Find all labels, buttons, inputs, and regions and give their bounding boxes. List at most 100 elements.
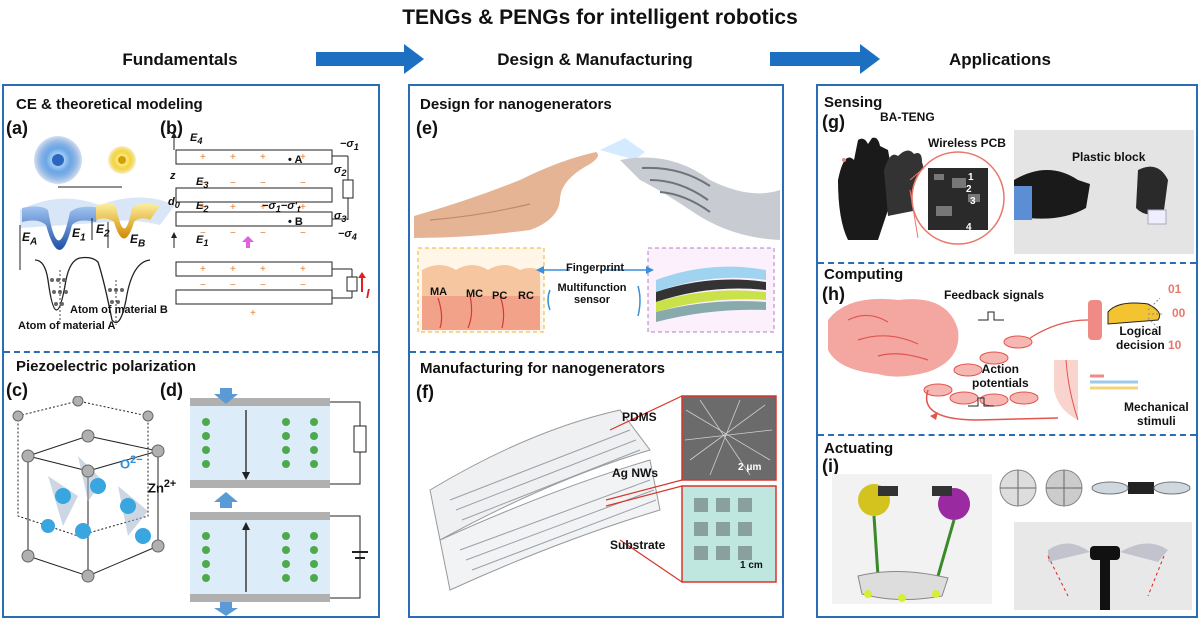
svg-text:−: −	[260, 280, 266, 291]
panel-label-g: (g)	[822, 112, 845, 132]
section-ce-modeling: CE & theoretical modeling	[16, 96, 203, 113]
applications-divider-1	[818, 262, 1196, 264]
svg-text:+: +	[230, 264, 236, 275]
point-b: • B	[288, 216, 303, 228]
section-sensing: Sensing	[824, 94, 883, 111]
section-actuating: Actuating	[824, 440, 894, 457]
panel-label-d: (d)	[160, 380, 183, 400]
svg-text:−: −	[300, 280, 306, 291]
label-e4: E4	[190, 132, 203, 147]
label-wireless-pcb: Wireless PCB	[928, 136, 1006, 150]
label-d0: d0	[168, 196, 180, 211]
svg-text:−: −	[230, 228, 236, 239]
label-sigma-mid: −σ1−σ′t	[262, 200, 301, 215]
skin-layer-mc: MC	[466, 288, 484, 300]
skin-layer-rc: RC	[518, 290, 534, 302]
point-a: • A	[288, 154, 303, 166]
label-z: z	[170, 170, 176, 182]
flow-arrow-1	[316, 44, 424, 74]
energy-e2: E2	[96, 222, 110, 240]
label-feedback-signals: Feedback signals	[944, 288, 1045, 302]
label-sigma3: σ3	[334, 210, 347, 225]
code-00: 00	[1172, 306, 1186, 320]
panel-a-potential-wells	[19, 136, 175, 325]
svg-text:−: −	[200, 178, 206, 189]
code-01: 01	[1168, 282, 1182, 296]
current-label: I	[366, 286, 370, 301]
panel-d-piezo-circuits	[190, 388, 368, 616]
scale-bar-1cm: 1 cm	[740, 560, 763, 571]
svg-text:+: +	[260, 202, 266, 213]
panel-label-e: (e)	[416, 118, 438, 138]
panel-b-layer-model: ++++ −−−− ++++ −−−− ++++ −−−− +	[171, 132, 366, 319]
pcb-label-4: 4	[966, 222, 972, 233]
section-design: Design for nanogenerators	[420, 96, 612, 113]
section-manufacturing: Manufacturing for nanogenerators	[420, 360, 666, 377]
scale-bar-2um: 2 μm	[738, 462, 762, 473]
label-e1: E1	[196, 234, 209, 249]
svg-text:+: +	[230, 152, 236, 163]
section-computing: Computing	[824, 266, 904, 283]
svg-text:+: +	[200, 264, 206, 275]
panel-f-flexible-array	[429, 395, 777, 591]
applications-divider-2	[818, 434, 1196, 436]
svg-text:−: −	[300, 228, 306, 239]
svg-text:+: +	[300, 152, 306, 163]
label-e2: E2	[196, 200, 209, 215]
flow-arrow-2	[770, 44, 880, 74]
panel-label-a: (a)	[6, 118, 28, 138]
energy-e1: E1	[72, 226, 86, 244]
svg-text:−: −	[230, 280, 236, 291]
fundamentals-divider	[4, 351, 378, 353]
panel-g-glove-illustration	[838, 130, 1194, 254]
panel-label-i: (i)	[822, 456, 839, 476]
column-heading-fundamentals: Fundamentals	[122, 50, 238, 69]
svg-text:+: +	[200, 202, 206, 213]
svg-text:+: +	[260, 264, 266, 275]
panel-c-wurtzite-crystal	[12, 396, 165, 583]
ion-o2: O2−	[120, 454, 143, 472]
code-10: 10	[1168, 338, 1182, 352]
design-divider	[410, 351, 782, 353]
pcb-label-3: 3	[970, 196, 976, 207]
label-plastic-block: Plastic block	[1072, 150, 1146, 164]
energy-eb: EB	[130, 232, 146, 250]
svg-text:−: −	[260, 178, 266, 189]
label-fingerprint: Fingerprint	[566, 262, 625, 274]
svg-text:+: +	[230, 202, 236, 213]
svg-text:+: +	[250, 308, 256, 319]
panel-i-actuator-illustration	[832, 469, 1192, 610]
label-substrate: Substrate	[610, 538, 666, 552]
label-sigma4: −σ4	[338, 228, 357, 243]
panel-label-c: (c)	[6, 380, 28, 400]
svg-text:−: −	[200, 280, 206, 291]
svg-text:−: −	[260, 228, 266, 239]
panel-label-h: (h)	[822, 284, 845, 304]
section-piezo: Piezoelectric polarization	[16, 358, 197, 375]
label-ba-teng: BA-TENG	[880, 110, 935, 124]
label-pdms: PDMS	[622, 410, 657, 424]
column-heading-applications: Applications	[948, 50, 1051, 69]
pcb-label-2: 2	[966, 184, 972, 195]
svg-text:+: +	[300, 264, 306, 275]
label-atom-material-b: Atom of material B	[70, 304, 168, 316]
panel-h-neural-computing	[828, 297, 1164, 421]
pcb-label-1: 1	[968, 172, 974, 183]
svg-text:−: −	[300, 178, 306, 189]
label-ag-nws: Ag NWs	[612, 466, 658, 480]
svg-text:+: +	[260, 152, 266, 163]
svg-text:−: −	[230, 178, 236, 189]
svg-text:−: −	[200, 228, 206, 239]
svg-text:+: +	[300, 202, 306, 213]
panel-e-hand-illustration	[414, 138, 780, 333]
label-sigma2: σ2	[334, 164, 347, 179]
panel-label-b: (b)	[160, 118, 183, 138]
label-atom-material-a: Atom of material A	[18, 320, 116, 332]
label-e3: E3	[196, 176, 209, 191]
label-sigma1: −σ1	[340, 138, 359, 153]
figure-title: TENGs & PENGs for intelligent robotics	[402, 6, 798, 29]
